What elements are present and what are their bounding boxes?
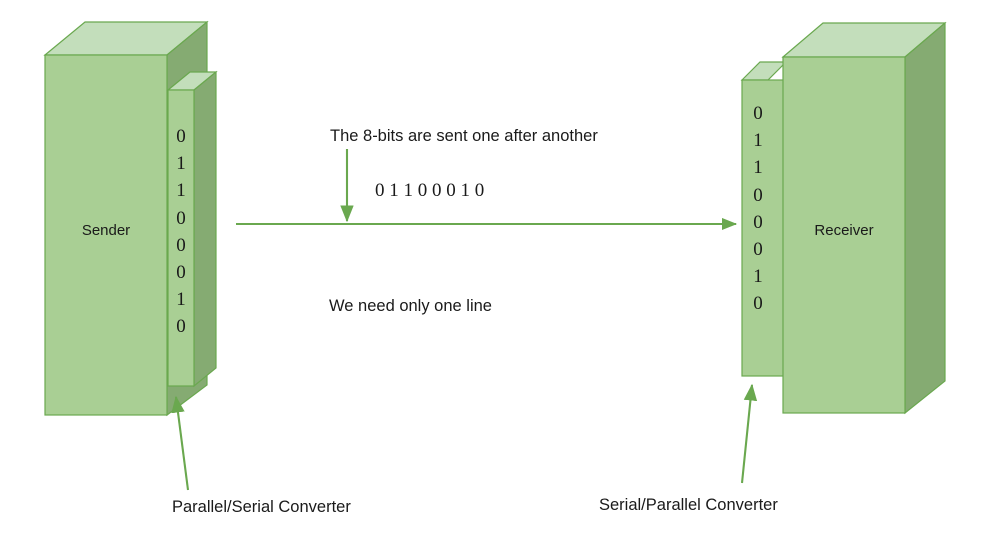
receiver-bit: 0 (753, 211, 763, 233)
sender-converter-front-face (167, 89, 195, 387)
parallel-serial-callout-arrow (171, 395, 190, 491)
top-note-text: The 8-bits are sent one after another (330, 127, 598, 145)
bit-stream-text: 0 1 1 0 0 0 1 0 (375, 180, 485, 201)
sender-bit: 0 (176, 316, 186, 338)
receiver-bit: 1 (753, 157, 763, 179)
sender-converter-side-face (193, 70, 217, 388)
receiver-converter-top-face (740, 61, 788, 81)
receiver-label: Receiver (814, 222, 874, 239)
sender-label: Sender (81, 222, 131, 239)
receiver-bit: 1 (753, 266, 763, 288)
receiver-box-3d (781, 21, 947, 415)
receiver-bit: 0 (753, 293, 763, 315)
receiver-converter-box-3d (740, 61, 788, 377)
receiver-bit: 0 (753, 184, 763, 206)
sender-bit: 0 (176, 262, 186, 284)
sender-bit: 1 (176, 180, 186, 202)
serial-parallel-callout-arrow (740, 383, 758, 484)
bottom-note-text: We need only one line (329, 297, 492, 315)
parallel-serial-converter-caption: Parallel/Serial Converter (172, 498, 351, 516)
receiver-bit: 1 (753, 130, 763, 152)
sender-bit: 1 (176, 289, 186, 311)
serial-parallel-converter-caption: Serial/Parallel Converter (599, 496, 778, 514)
receiver-bit: 0 (753, 103, 763, 124)
sender-bit: 1 (176, 153, 186, 175)
sender-bit: 0 (176, 207, 186, 229)
sender-box-front-face (44, 54, 168, 416)
receiver-bit: 0 (753, 239, 763, 261)
receiver-bit-column: 0 1 1 0 0 0 1 0 (745, 100, 771, 318)
receiver-box-front-face (782, 56, 906, 414)
sender-bit: 0 (176, 234, 186, 256)
sender-bit: 0 (176, 126, 186, 147)
receiver-converter-front-face (741, 79, 785, 377)
receiver-box-side-face (904, 21, 946, 415)
sender-converter-box-3d (166, 70, 218, 388)
sender-bit-column: 0 1 1 0 0 0 1 0 (168, 123, 194, 341)
